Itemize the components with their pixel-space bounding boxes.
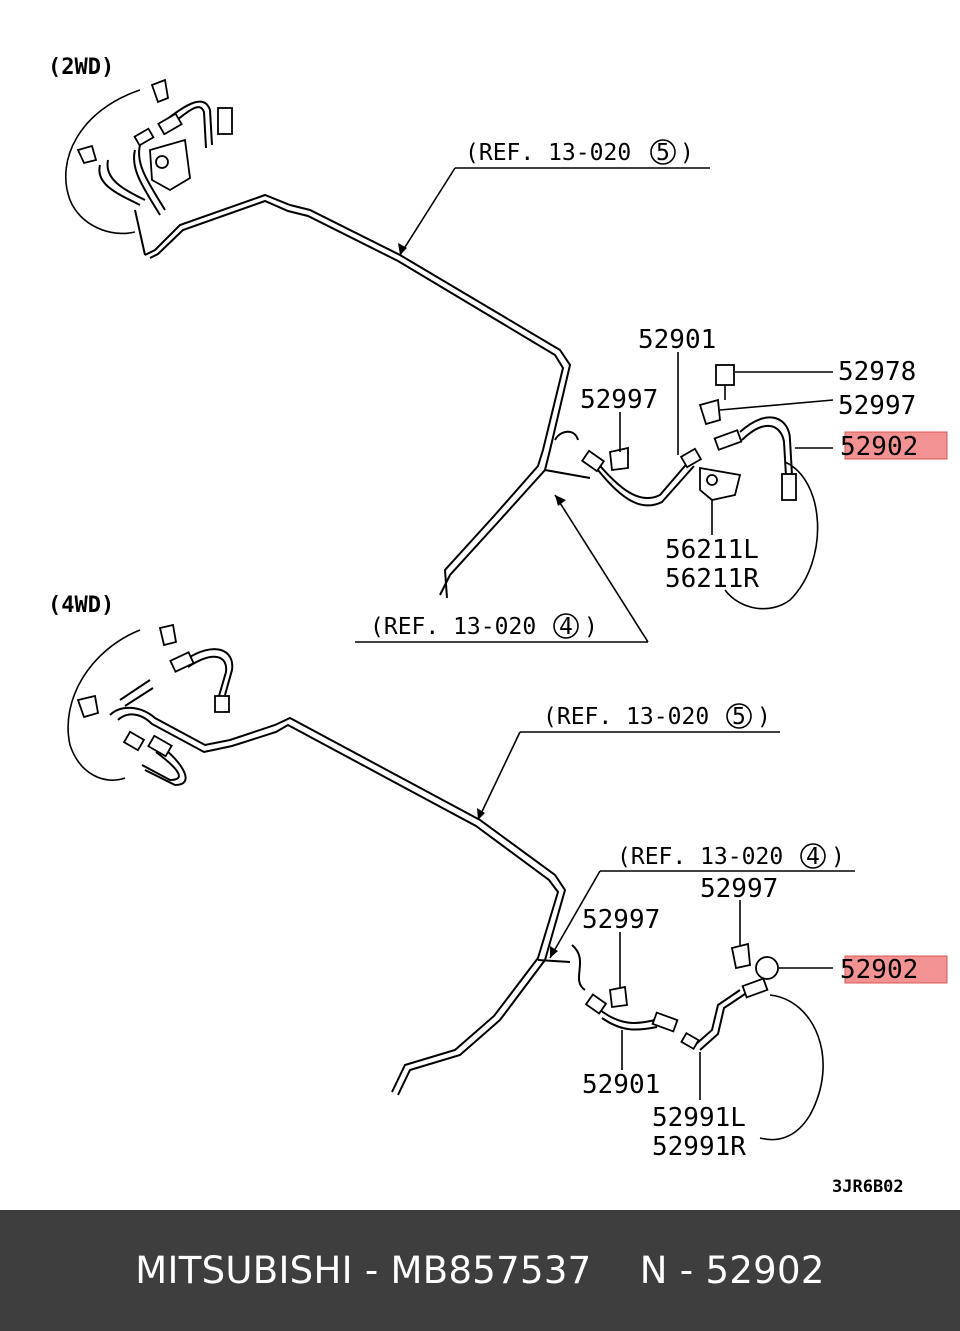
ref-arrowhead-top — [398, 243, 407, 255]
fitting-4wd-c — [147, 734, 173, 758]
label-52997-left-2wd: 52997 — [580, 385, 658, 415]
fitting-4wd-d — [122, 730, 146, 752]
brake-line-diagram: (2WD) (REF. 13-020 5 ) 52901 52978 52997… — [48, 55, 948, 1197]
fitting-52902-b — [781, 473, 797, 501]
ref-mid-close: ) — [584, 614, 598, 640]
hose-52901-4wd — [599, 1009, 658, 1031]
label-56211R: 56211R — [665, 564, 759, 594]
ref-mid-num: 4 — [559, 614, 573, 640]
footer-part-number: MITSUBISHI - MB857537 N - 52902 — [135, 1249, 825, 1292]
hose-52991 — [694, 989, 746, 1051]
fitting-4wd-b — [214, 695, 230, 713]
section-2wd-label: (2WD) — [48, 55, 114, 80]
clip-4wd-52997-left — [609, 985, 628, 1009]
drawing-code: 3JR6B02 — [832, 1177, 904, 1197]
ref-top-circle — [650, 139, 676, 165]
ref-low4-close: ) — [831, 844, 845, 870]
detail-callout-2wd-right — [724, 461, 819, 610]
ref-low4-circle — [800, 843, 826, 869]
label-52902-4wd: 52902 — [840, 955, 918, 985]
ref-top-num: 5 — [656, 140, 670, 166]
brake-pipe-2wd-b — [149, 199, 565, 599]
clip-2wd-left — [76, 144, 98, 165]
ref-arrow-mid — [554, 494, 649, 643]
bracket-hole-2wd — [155, 155, 169, 169]
fitting-52901-left — [580, 449, 606, 473]
fitting-2wd-b — [133, 127, 155, 147]
ref-mid-circle — [553, 613, 579, 639]
fitting-4wd-52901-a — [584, 993, 608, 1015]
ref-top-text: (REF. 13-020 — [465, 140, 631, 166]
hose-52902-2wd — [739, 416, 793, 477]
fitting-52902-4wd — [741, 977, 769, 999]
ref-arrow-low4 — [549, 870, 601, 959]
label-52997-left-4wd: 52997 — [582, 905, 660, 935]
ref-low5-num: 5 — [732, 704, 746, 730]
bracket-56211-hole — [706, 474, 718, 486]
brake-pipe-4wd-branch — [537, 944, 586, 991]
label-56211L: 56211L — [665, 535, 759, 565]
highlight-52902-2wd — [844, 431, 948, 460]
label-52991L: 52991L — [652, 1103, 746, 1133]
ref-low4-num: 4 — [806, 844, 820, 870]
detail-hose-4wd-a — [184, 648, 234, 697]
label-52997-top-4wd: 52997 — [700, 874, 778, 904]
brake-pipe-2wd — [134, 193, 572, 596]
bolt-52978 — [715, 364, 735, 386]
ref-arrowhead-mid — [555, 495, 566, 506]
detail-hose-2wd-b — [133, 144, 166, 216]
ref-arrow-top — [399, 167, 456, 256]
brake-pipe-2wd-branch — [544, 430, 591, 479]
bracket-56211 — [699, 466, 742, 501]
label-52978: 52978 — [838, 357, 916, 387]
label-52902-2wd: 52902 — [840, 432, 918, 462]
clip-52997-left — [609, 446, 629, 472]
ref-mid-text: (REF. 13-020 — [370, 614, 536, 640]
ref-low5-circle — [726, 703, 752, 729]
label-52991R: 52991R — [652, 1132, 746, 1162]
bolt-2wd — [217, 107, 233, 135]
bracket-2wd — [149, 138, 191, 192]
hose-52901-2wd — [594, 459, 695, 507]
ref-arrowhead-low4 — [550, 946, 558, 958]
brake-pipe-4wd-b — [117, 713, 560, 1093]
brake-pipe-4wd — [109, 679, 567, 1096]
highlight-52902-4wd — [844, 955, 948, 984]
fitting-2wd-a — [157, 112, 183, 136]
clip-4wd-52997-top — [730, 942, 751, 970]
ref-top-close: ) — [680, 140, 694, 166]
leader-52997-right — [719, 399, 834, 411]
fitting-4wd-a — [169, 651, 195, 673]
footer-bar: MITSUBISHI - MB857537 N - 52902 — [0, 1210, 960, 1331]
ref-low5-close: ) — [757, 704, 771, 730]
section-4wd-label: (4WD) — [48, 593, 114, 618]
label-52997-right-2wd: 52997 — [838, 391, 916, 421]
clip-52997-right — [698, 398, 721, 426]
clip-4wd-top — [158, 623, 178, 647]
detail-callout-4wd-right — [759, 994, 824, 1141]
ref-arrowhead-low5 — [477, 808, 485, 820]
detail-callout-4wd — [67, 629, 141, 781]
label-52901-2wd: 52901 — [638, 325, 716, 355]
label-52901-4wd: 52901 — [582, 1070, 660, 1100]
ref-low5-text: (REF. 13-020 — [543, 704, 709, 730]
fitting-52901-right — [679, 447, 703, 469]
ref-arrow-low5 — [477, 731, 521, 821]
clip-2wd-top — [150, 78, 170, 104]
banjo-52902-4wd — [755, 956, 779, 980]
clip-4wd-left — [76, 694, 100, 719]
fitting-52991 — [680, 1031, 700, 1051]
fitting-52902-a — [713, 429, 743, 451]
detail-callout-2wd — [65, 89, 141, 235]
detail-hose-2wd — [98, 159, 146, 206]
ref-low4-text: (REF. 13-020 — [617, 844, 783, 870]
fitting-4wd-52901-b — [651, 1011, 679, 1033]
